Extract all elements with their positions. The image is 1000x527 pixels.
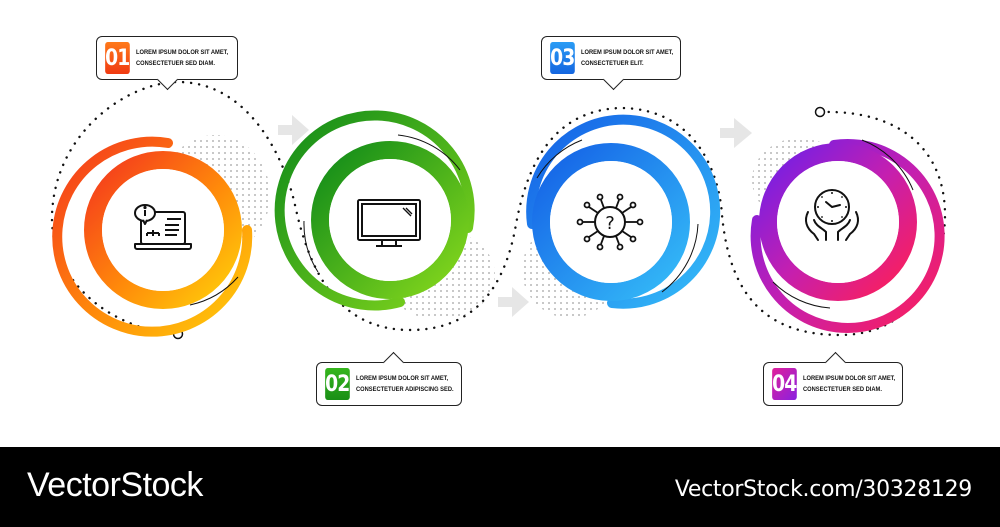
step-4-description: Lorem ipsum dolor sit amet, consectetuer…	[802, 375, 895, 393]
step-3-description: Lorem ipsum dolor sit amet, consectetuer…	[580, 49, 673, 67]
step-2-number-badge: 02	[325, 368, 350, 400]
clock-in-hands-icon	[805, 189, 859, 241]
arrow-right-icon	[278, 115, 309, 145]
arrow-right-icon	[498, 287, 529, 317]
question-network-icon: ?	[576, 193, 644, 251]
step-3-callout: 03 Lorem ipsum dolor sit amet, consectet…	[541, 36, 681, 91]
step-3-number-badge: 03	[550, 42, 575, 74]
step-2-ring	[274, 110, 475, 311]
infographic-canvas: ?	[50, 80, 947, 340]
path-start-marker	[814, 106, 826, 118]
step-1-ring	[52, 136, 253, 337]
step-3-ring	[526, 114, 721, 309]
step-1-description: Lorem ipsum dolor sit amet, consectetuer…	[135, 49, 228, 67]
step-4-callout: 04 Lorem ipsum dolor sit amet, consectet…	[763, 351, 903, 406]
brand-logo-text: VectorStock	[27, 466, 203, 504]
step-1-callout: 01 Lorem ipsum dolor sit amet, consectet…	[96, 36, 238, 91]
monitor-icon	[357, 199, 421, 247]
step-2-description: Lorem ipsum dolor sit amet, consectetuer…	[355, 375, 454, 393]
laptop-info-sitemap-icon	[134, 204, 192, 250]
step-4-ring	[750, 139, 945, 333]
svg-text:?: ?	[605, 213, 615, 234]
step-1-number-badge: 01	[105, 42, 130, 74]
image-url-text: VectorStock.com/30328129	[674, 477, 972, 502]
arrow-right-icon	[720, 118, 752, 148]
watermark-footer: VectorStock VectorStock.com/30328129	[0, 447, 1000, 527]
step-2-callout: 02 Lorem ipsum dolor sit amet, consectet…	[316, 351, 462, 406]
step-4-number-badge: 04	[772, 368, 797, 400]
